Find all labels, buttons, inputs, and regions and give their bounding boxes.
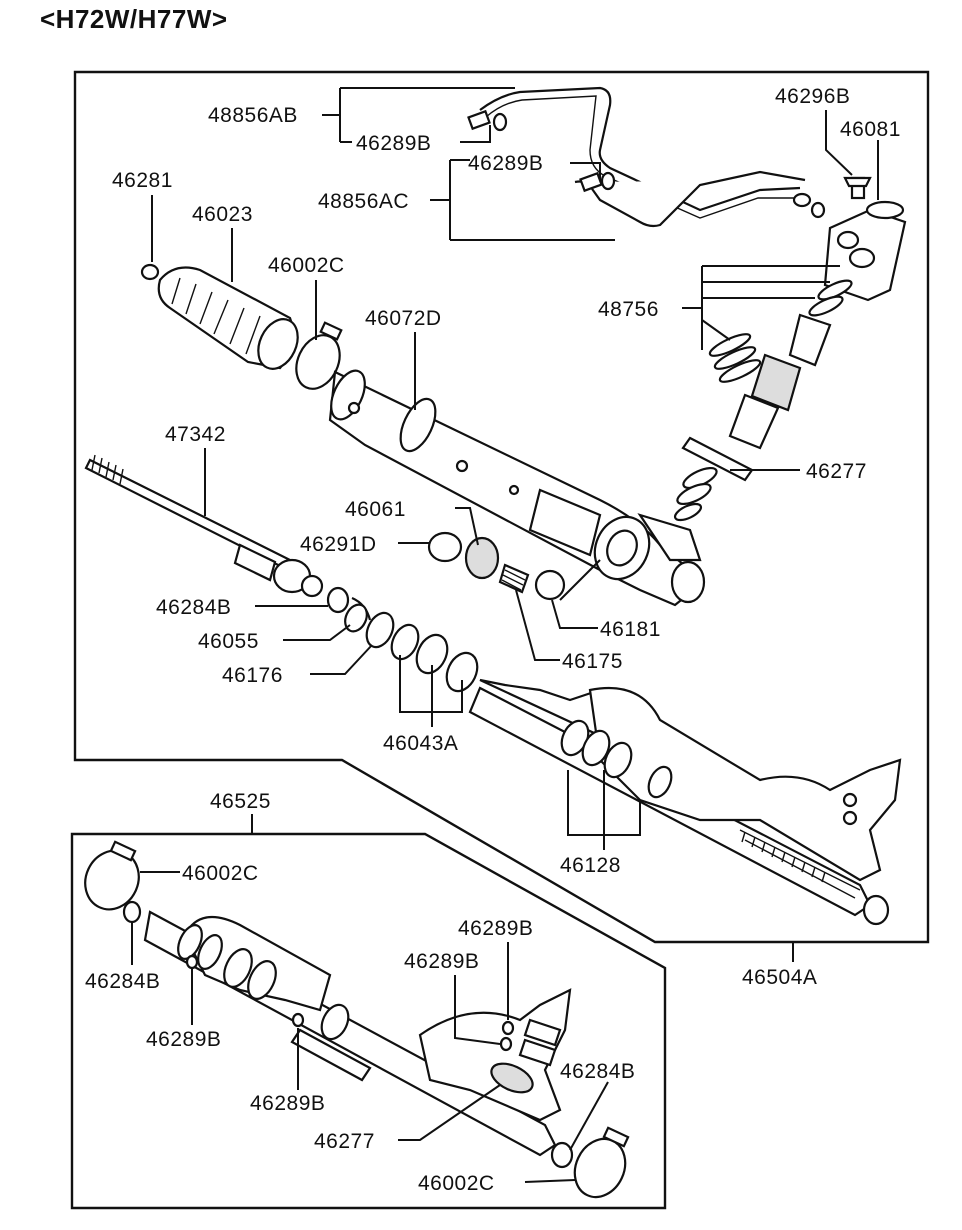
callout-46277-lower: 46277	[314, 1130, 375, 1153]
callout-46043A: 46043A	[383, 732, 458, 755]
callout-47342: 47342	[165, 423, 226, 446]
callout-46181: 46181	[600, 618, 661, 641]
callout-46002C-lower-a: 46002C	[182, 862, 259, 885]
callout-46289B-lower-a: 46289B	[146, 1028, 221, 1051]
callout-46289B-lower-b: 46289B	[250, 1092, 325, 1115]
callout-48756: 48756	[598, 298, 659, 321]
callout-46128: 46128	[560, 854, 621, 877]
leader-lines	[131, 87, 879, 1183]
callout-46504A: 46504A	[742, 966, 817, 989]
callout-46002C-top: 46002C	[268, 254, 345, 277]
callout-46061: 46061	[345, 498, 406, 521]
callout-46277-top: 46277	[806, 460, 867, 483]
upper-assembly-parts	[84, 86, 907, 926]
callout-46525: 46525	[210, 790, 271, 813]
callout-46289B-lower-c: 46289B	[458, 917, 533, 940]
callout-46289B-lower-d: 46289B	[404, 950, 479, 973]
upper-assembly-frame	[73, 70, 930, 944]
callout-46055: 46055	[198, 630, 259, 653]
callout-46002C-lower-b: 46002C	[418, 1172, 495, 1195]
callout-46281: 46281	[112, 169, 173, 192]
callout-46284B-lower-a: 46284B	[85, 970, 160, 993]
callout-46289B-b: 46289B	[468, 152, 543, 175]
callout-46296B: 46296B	[775, 85, 850, 108]
callout-labels: 48856AB 46289B 46289B 48856AC 46296B 460…	[85, 85, 901, 1195]
callout-46291D: 46291D	[300, 533, 377, 556]
callout-46081: 46081	[840, 118, 901, 141]
callout-46175: 46175	[562, 650, 623, 673]
callout-46284B-top: 46284B	[156, 596, 231, 619]
diagram-title: <H72W/H77W>	[40, 4, 228, 34]
callout-46284B-lower-b: 46284B	[560, 1060, 635, 1083]
lower-assembly-frame	[70, 832, 667, 1210]
callout-48856AC: 48856AC	[318, 190, 409, 213]
callout-48856AB: 48856AB	[208, 104, 298, 127]
callout-46176: 46176	[222, 664, 283, 687]
callout-46023: 46023	[192, 203, 253, 226]
callout-46072D: 46072D	[365, 307, 442, 330]
callout-46289B-a: 46289B	[356, 132, 431, 155]
lower-assembly-parts	[84, 840, 630, 1199]
